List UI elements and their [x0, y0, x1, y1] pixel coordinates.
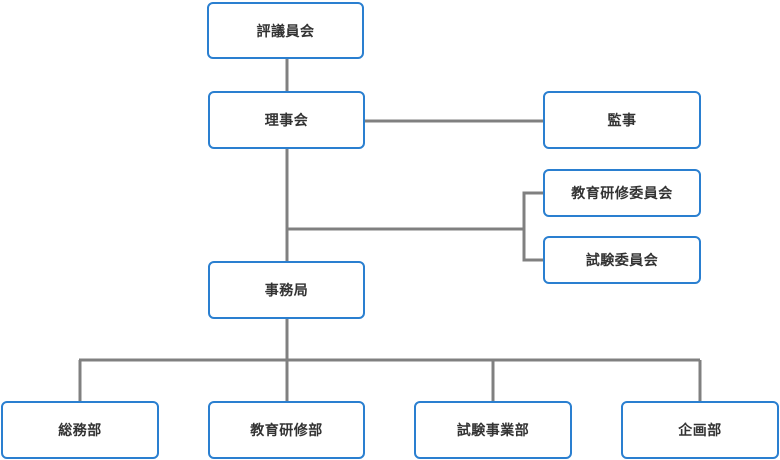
- connector-committee-bracket: [522, 191, 544, 262]
- department-planning-box: 企画部: [621, 401, 779, 459]
- department-education-box: 教育研修部: [208, 401, 365, 459]
- department-general-affairs-box: 総務部: [1, 401, 159, 459]
- committee-education-box: 教育研修委員会: [543, 169, 701, 217]
- committee-exam-box: 試験委員会: [543, 236, 701, 284]
- secretariat-box: 事務局: [208, 261, 365, 319]
- department-exam-business-box: 試験事業部: [414, 401, 572, 459]
- board-box: 理事会: [208, 91, 365, 149]
- auditor-box: 監事: [543, 91, 701, 149]
- council-box: 評議員会: [207, 2, 364, 59]
